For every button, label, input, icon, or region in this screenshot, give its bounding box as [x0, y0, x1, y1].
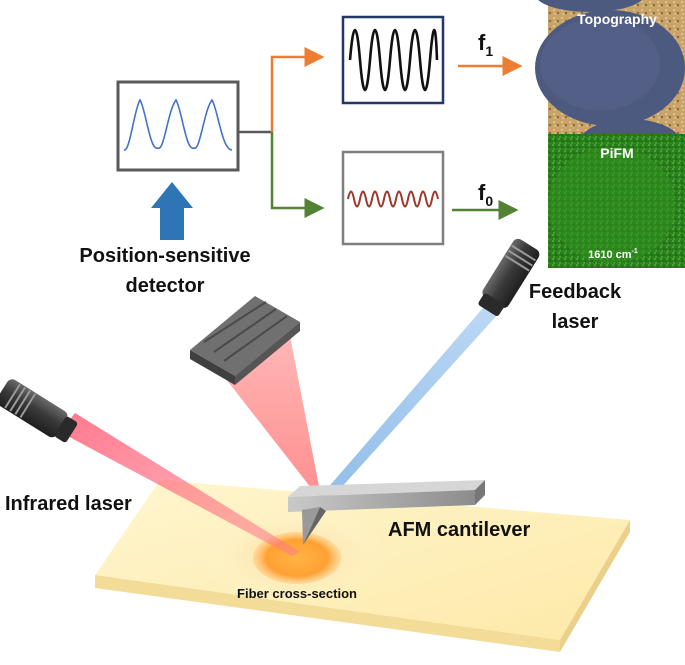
f1-waveform — [348, 28, 439, 92]
detector-arrow — [151, 182, 193, 240]
feedback-label-line2: laser — [552, 311, 599, 333]
f0-waveform — [347, 190, 439, 208]
pifm-image — [548, 134, 685, 268]
infrared-laser — [0, 379, 300, 556]
ir-beam — [60, 413, 300, 556]
detector-label-line1: Position-sensitive — [79, 245, 250, 267]
fiber-label: Fiber cross-section — [237, 586, 357, 601]
detector-plate-icon — [190, 296, 300, 385]
feedback-laser — [478, 238, 540, 316]
f1-signal-box — [341, 15, 445, 105]
cantilever-label: AFM cantilever — [388, 519, 530, 541]
afm-tip — [302, 507, 320, 545]
pifm-label: PiFM — [600, 145, 633, 161]
arrow-to-f0-box — [270, 132, 325, 218]
f1-label: f1 — [478, 30, 493, 59]
arrow-to-f1-box — [270, 47, 325, 132]
topography-label: Topography — [577, 11, 657, 27]
topography-image — [535, 0, 685, 171]
detector-waveform — [123, 98, 233, 151]
wavenumber-label: 1610 cm-1 — [588, 248, 638, 261]
infrared-label: Infrared laser — [5, 493, 132, 515]
detector-label-line2: detector — [126, 275, 205, 297]
feedback-label-line1: Feedback — [529, 281, 622, 303]
laser-icon — [482, 238, 540, 308]
afm-cantilever — [288, 480, 485, 545]
detector-signal-box — [116, 80, 240, 172]
f0-signal-box — [341, 150, 445, 246]
f0-label: f0 — [478, 180, 493, 209]
feedback-beam — [320, 294, 509, 500]
